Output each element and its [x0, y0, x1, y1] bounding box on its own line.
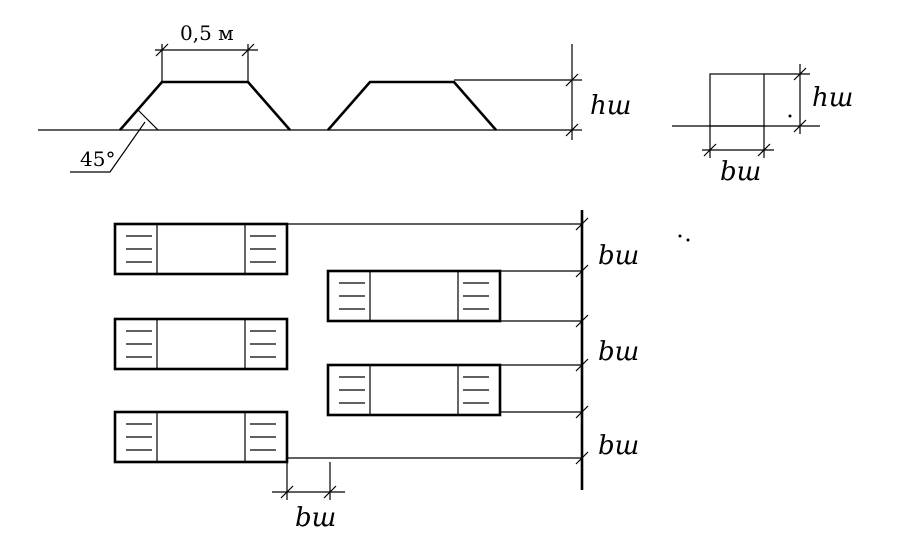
- bottom-gap-tick-right: [323, 485, 337, 499]
- angle-label: 45°: [80, 147, 115, 171]
- top-width-label: 0,5 м: [180, 21, 234, 45]
- square-height-tick-bottom: [793, 119, 807, 133]
- dim-tick: [575, 217, 589, 231]
- spacing-label-2: bш: [598, 337, 639, 367]
- plan-box: [113, 222, 289, 276]
- plan-box: [113, 317, 289, 371]
- small-dot: [788, 114, 792, 118]
- dim-tick: [575, 358, 589, 372]
- square-width-tick-left: [703, 143, 717, 157]
- dim-tick: [575, 405, 589, 419]
- square-section: [709, 73, 765, 127]
- bottom-gap-tick-left: [280, 485, 294, 499]
- plan-view: bш bш bш bш: [113, 210, 690, 533]
- dim-tick: [575, 314, 589, 328]
- plan-box: [113, 410, 289, 464]
- plan-box: [326, 269, 502, 323]
- trapezoid-left: [119, 80, 291, 131]
- height-tick-bottom: [565, 123, 579, 137]
- square-section-view: hш bш: [672, 64, 853, 187]
- top-width-tick-right: [241, 43, 255, 57]
- plan-box: [326, 363, 502, 417]
- speck: [686, 238, 690, 242]
- speck: [678, 234, 682, 238]
- trapezoid-right: [327, 80, 497, 131]
- top-width-tick-left: [155, 43, 169, 57]
- dim-tick: [575, 264, 589, 278]
- cross-section-view: 0,5 м 45° hш: [38, 21, 631, 173]
- height-tick-top: [565, 73, 579, 87]
- spacing-label-3: bш: [598, 431, 639, 461]
- square-height-label: hш: [812, 83, 853, 113]
- height-label: hш: [590, 91, 631, 121]
- bottom-gap-label: bш: [295, 503, 336, 533]
- angle-leader: [70, 121, 146, 173]
- spacing-label-1: bш: [598, 241, 639, 271]
- angle-arc-mark: [137, 109, 159, 131]
- square-height-tick-top: [793, 67, 807, 81]
- dim-tick: [575, 451, 589, 465]
- square-width-tick-right: [757, 143, 771, 157]
- square-width-label: bш: [720, 157, 761, 187]
